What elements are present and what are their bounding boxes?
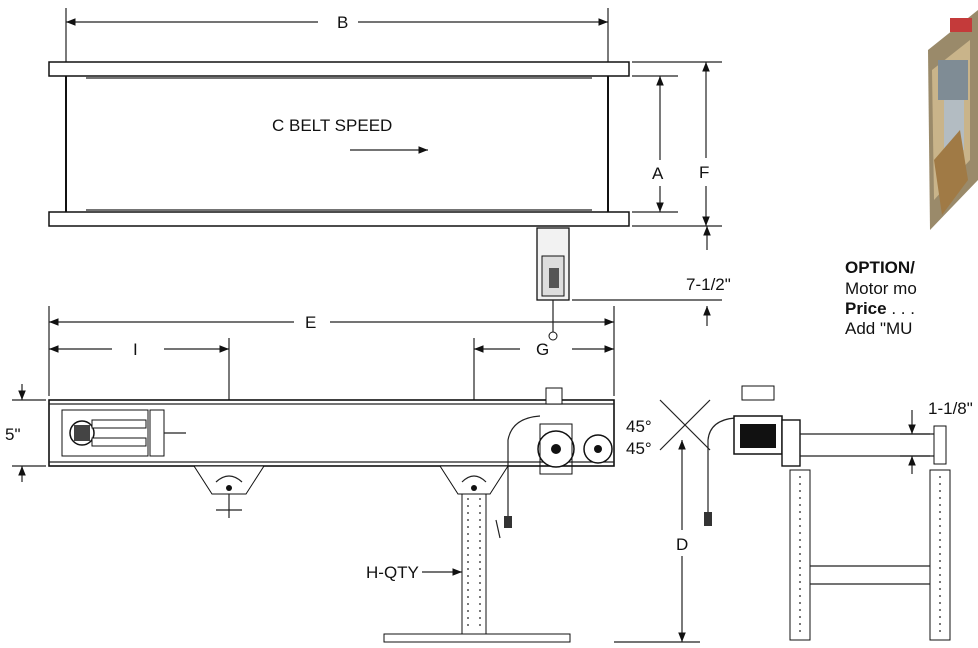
dim-a: A [652,164,664,183]
optional-heading: OPTION/ [845,258,915,277]
dim-g: G [536,340,549,359]
dim-one-eighth: 1-1/8" [928,399,973,418]
dim-f: F [699,163,709,182]
top-view [48,8,722,341]
belt-speed-label: C BELT SPEED [272,116,392,135]
dim-e: E [305,313,316,332]
angle-top: 45° [626,417,652,436]
optional-motor-text: Motor mo [845,279,917,298]
angle-bottom: 45° [626,439,652,458]
dim-b: B [337,13,348,32]
side-view [12,306,711,643]
motor-mount-photo [920,10,978,238]
optional-add-text: Add "MU [845,319,913,338]
dim-i: I [133,340,138,359]
dim-five: 5" [5,425,21,444]
end-view [704,385,951,641]
dim-seven-half: 7-1/2" [686,275,731,294]
dim-d: D [676,535,688,554]
optional-price: Price . . . [845,299,915,318]
h-qty-label: H-QTY [366,563,419,582]
